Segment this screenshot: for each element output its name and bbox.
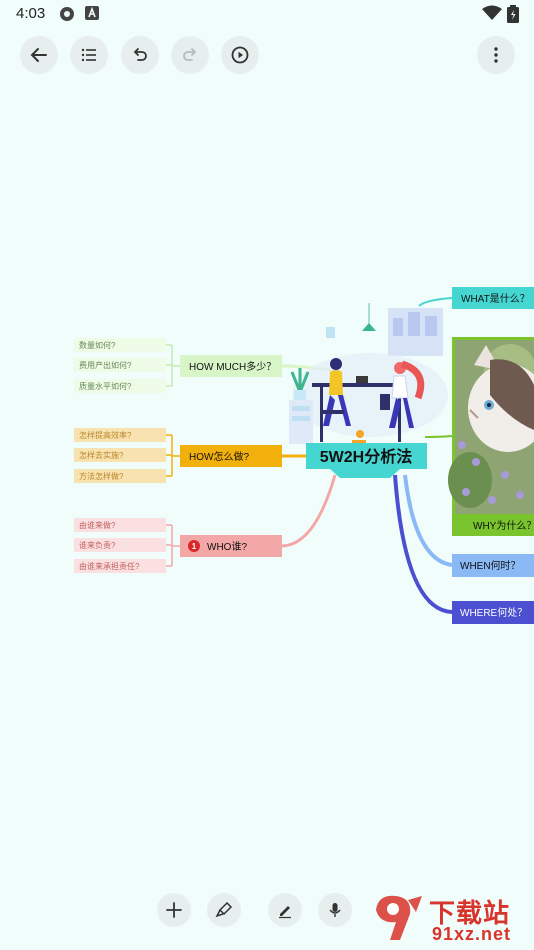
office-illustration xyxy=(289,303,448,444)
watermark-sub-text: 91xz.net xyxy=(432,924,512,944)
subtopic-label: 数量如何? xyxy=(79,340,116,350)
subtopic-label: 方法怎样做? xyxy=(79,471,124,481)
subtopic[interactable]: 怎样去实施? xyxy=(74,448,166,462)
subtopic-label: 怎样提高效率? xyxy=(79,430,132,440)
branch-how-much[interactable]: HOW MUCH多少？ xyxy=(180,355,282,377)
watermark-logo-icon xyxy=(376,895,422,940)
subtopic[interactable]: 方法怎样做? xyxy=(74,469,166,483)
branch-why[interactable]: WHY为什么？ xyxy=(448,337,534,536)
battery-icon xyxy=(507,5,519,23)
subtopic[interactable]: 谁来负责? xyxy=(74,538,166,552)
subtopic-label: 由谁来做? xyxy=(79,520,116,530)
branch-when-label: WHEN何时？ xyxy=(460,559,521,572)
subtopic-label: 质量水平如何? xyxy=(79,381,132,391)
subtopic[interactable]: 质量水平如何? xyxy=(74,379,166,393)
branch-who[interactable]: 1 WHO谁? xyxy=(180,535,282,557)
branch-what[interactable]: WHAT是什么？ xyxy=(452,287,534,309)
priority-marker-icon xyxy=(188,540,200,552)
status-bar: 4:03 xyxy=(0,0,534,28)
subtopic[interactable]: 费用产出如何? xyxy=(74,358,166,372)
voice-input-button[interactable] xyxy=(318,893,352,927)
play-icon xyxy=(231,46,249,64)
subtopic[interactable]: 怎样提高效率? xyxy=(74,428,166,442)
branch-who-label: WHO谁? xyxy=(207,541,247,553)
branch-how[interactable]: HOW怎么做? xyxy=(180,445,282,467)
priority-marker-label: 1 xyxy=(192,542,197,551)
subtopic[interactable]: 由谁来承担责任? xyxy=(74,559,166,573)
subtopic-label: 由谁来承担责任? xyxy=(79,561,140,571)
more-button[interactable] xyxy=(477,36,515,74)
cat-photo xyxy=(448,340,534,514)
undo-icon xyxy=(133,48,147,61)
back-arrow-icon xyxy=(30,48,47,62)
subtopic-label: 谁来负责? xyxy=(79,540,116,550)
watermark-main-text: 下载站 xyxy=(429,898,511,928)
branch-when[interactable]: WHEN何时？ xyxy=(452,554,534,577)
subtopic[interactable]: 数量如何? xyxy=(74,338,166,352)
branch-what-label: WHAT是什么？ xyxy=(461,293,530,305)
more-vertical-icon xyxy=(494,47,498,63)
undo-button[interactable] xyxy=(121,36,159,74)
wifi-icon xyxy=(482,5,502,20)
branch-where[interactable]: WHERE何处？ xyxy=(452,601,534,624)
style-button[interactable] xyxy=(207,893,241,927)
pen-edit-icon xyxy=(279,906,291,919)
outline-list-icon xyxy=(81,48,96,62)
microphone-icon xyxy=(329,903,341,917)
settings-notification-icon xyxy=(60,7,74,21)
central-topic[interactable]: 5W2H分析法 xyxy=(306,443,427,478)
status-time: 4:03 xyxy=(16,5,46,22)
outline-button[interactable] xyxy=(70,36,108,74)
subtopic[interactable]: 由谁来做? xyxy=(74,518,166,532)
connector-lines xyxy=(166,297,453,614)
redo-button[interactable] xyxy=(171,36,209,74)
add-topic-button[interactable] xyxy=(157,893,191,927)
edit-button[interactable] xyxy=(268,893,302,927)
paint-brush-icon xyxy=(215,901,233,918)
redo-icon xyxy=(183,48,197,61)
add-icon xyxy=(166,902,182,918)
branch-where-label: WHERE何处？ xyxy=(460,606,527,619)
app-notification-icon xyxy=(85,6,99,20)
subtopic-label: 怎样去实施? xyxy=(79,450,124,460)
play-button[interactable] xyxy=(221,36,259,74)
branch-why-label: WHY为什么？ xyxy=(473,520,534,532)
branch-how-label: HOW怎么做? xyxy=(189,450,249,463)
back-button[interactable] xyxy=(20,36,58,74)
subtopic-label: 费用产出如何? xyxy=(79,360,132,370)
central-topic-label: 5W2H分析法 xyxy=(320,447,412,466)
branch-how-much-label: HOW MUCH多少？ xyxy=(189,360,276,373)
